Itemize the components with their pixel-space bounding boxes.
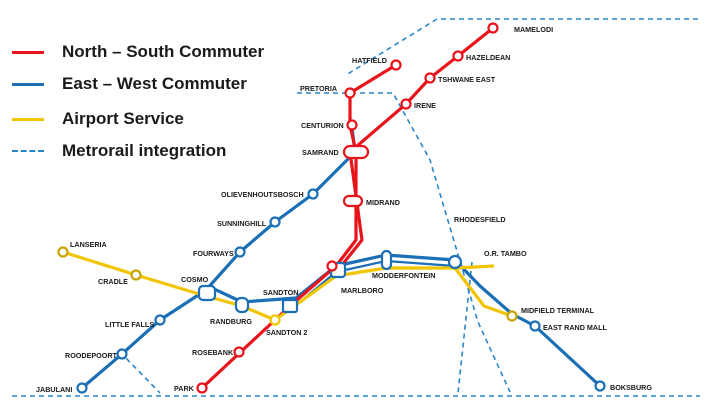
- station-jabulani: [76, 382, 88, 394]
- label-marlboro: MARLBORO: [341, 286, 384, 295]
- legend-item-north-south: North – South Commuter: [12, 39, 264, 65]
- station-hazeldean: [452, 50, 464, 62]
- station-mamelodi: [487, 22, 499, 34]
- east-west-branch-2: [299, 259, 456, 303]
- station-midrand: [342, 194, 364, 208]
- label-irene: IRENE: [414, 101, 436, 110]
- legend-swatch-airport: [12, 117, 44, 121]
- legend-label-north-south: North – South Commuter: [62, 42, 265, 61]
- station-rosebank: [233, 346, 245, 358]
- station-olievenhoutsbosch: [307, 188, 319, 200]
- label-pretoria: PRETORIA: [300, 84, 337, 93]
- station-boksburg: [594, 380, 606, 392]
- legend-label-east-west: East – West Commuter: [62, 74, 247, 93]
- label-modderfontein: MODDERFONTEIN: [372, 271, 436, 280]
- legend-item-airport: Airport Service: [12, 106, 184, 132]
- legend-item-metrorail: Metrorail integration: [12, 138, 226, 164]
- label-hatfield: HATFIELD: [352, 56, 387, 65]
- station-hatfield: [390, 59, 402, 71]
- label-lanseria: LANSERIA: [70, 240, 107, 249]
- label-east-rand-mall: EAST RAND MALL: [543, 323, 607, 332]
- metrorail-pretoria-line: [297, 92, 511, 393]
- station-little-falls: [154, 314, 166, 326]
- label-or-tambo: O.R. TAMBO: [484, 249, 527, 258]
- station-midfield-terminal: [506, 310, 518, 322]
- station-sandton: [281, 298, 299, 314]
- station-irene: [400, 98, 412, 110]
- label-randburg: RANDBURG: [210, 317, 252, 326]
- station-randburg: [234, 296, 250, 314]
- legend-item-east-west: East – West Commuter: [12, 71, 247, 97]
- station-pretoria: [344, 87, 356, 99]
- station-labels: MAMELODI HATFIELD HAZELDEAN PRETORIA TSH…: [36, 25, 652, 394]
- station-tshwane-east: [424, 72, 436, 84]
- label-cosmo: COSMO: [181, 275, 209, 284]
- legend-swatch-east-west: [12, 82, 44, 86]
- label-boksburg: BOKSBURG: [610, 383, 652, 392]
- label-rosebank: ROSEBANK: [192, 348, 234, 357]
- label-samrand: SAMRAND: [302, 148, 339, 157]
- station-samrand: [342, 144, 370, 160]
- station-or-tambo: [447, 254, 463, 270]
- station-fourways: [234, 246, 246, 258]
- label-mamelodi: MAMELODI: [514, 25, 553, 34]
- legend-swatch-north-south: [12, 50, 44, 54]
- stations: [57, 22, 606, 394]
- station-lanseria: [57, 246, 69, 258]
- label-little-falls: LITTLE FALLS: [105, 320, 154, 329]
- label-rhodesfield: RHODESFIELD: [454, 215, 506, 224]
- station-cradle: [130, 269, 142, 281]
- station-east-rand-mall: [529, 320, 541, 332]
- label-centurion: CENTURION: [301, 121, 344, 130]
- metrorail-roodepoort-spur: [119, 351, 161, 394]
- station-cosmo: [197, 284, 217, 302]
- station-roodepoort: [116, 348, 128, 360]
- station-centurion: [346, 119, 358, 131]
- label-sunninghill: SUNNINGHILL: [217, 219, 267, 228]
- label-midrand: MIDRAND: [366, 198, 400, 207]
- metrorail-lines: [12, 18, 700, 397]
- airport-midfield-branch: [453, 267, 513, 318]
- label-fourways: FOURWAYS: [193, 249, 234, 258]
- station-park: [196, 382, 208, 394]
- label-olievenhoutsbosch: OLIEVENHOUTSBOSCH: [221, 190, 304, 199]
- label-sandton: SANDTON: [263, 288, 298, 297]
- label-sandton-2: SANDTON 2: [266, 328, 307, 337]
- station-sandton-interchange: [326, 260, 338, 272]
- label-midfield-terminal: MIDFIELD TERMINAL: [521, 306, 595, 315]
- station-modderfontein: [380, 249, 393, 271]
- airport-lanseria-branch: [62, 250, 495, 322]
- label-tshwane-east: TSHWANE EAST: [438, 75, 496, 84]
- metrorail-rhodesfield-line: [457, 261, 473, 394]
- metrorail-mamelodi-line: [345, 18, 698, 76]
- label-roodepoort: ROODEPOORT: [65, 351, 118, 360]
- legend-label-airport: Airport Service: [62, 109, 184, 128]
- station-sunninghill: [269, 216, 281, 228]
- label-cradle: CRADLE: [98, 277, 128, 286]
- legend-label-metrorail: Metrorail integration: [62, 141, 227, 160]
- label-jabulani: JABULANI: [36, 385, 72, 394]
- label-hazeldean: HAZELDEAN: [466, 53, 510, 62]
- station-sandton-2: [269, 314, 281, 326]
- legend-swatch-metrorail: [12, 150, 44, 152]
- label-park: PARK: [174, 384, 195, 393]
